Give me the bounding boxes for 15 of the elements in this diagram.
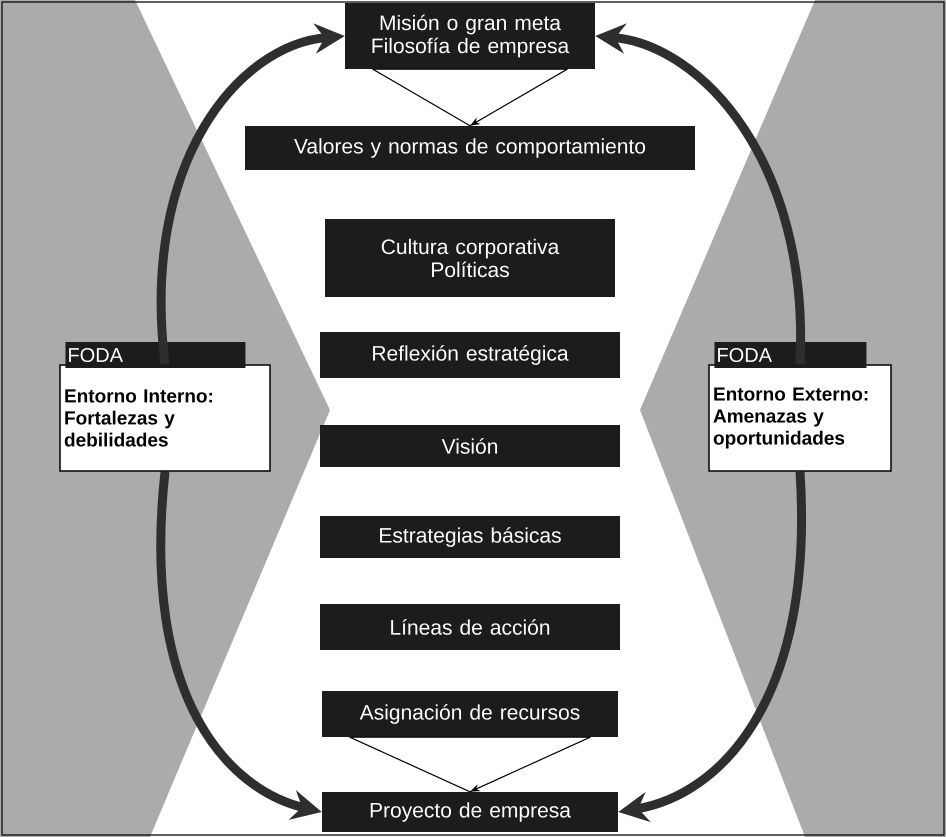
process-box: Cultura corporativa Políticas	[325, 218, 615, 297]
process-box: Asignación de recursos	[322, 690, 618, 737]
process-box: Visión	[320, 424, 620, 467]
heading-tab: FODA	[65, 342, 246, 368]
wedge-arrow	[349, 736, 591, 792]
process-box: Reflexión estratégica	[320, 332, 620, 378]
process-box: Estrategias básicas	[320, 516, 620, 558]
text-box: Entorno Externo: Amenazas y oportunidades	[708, 364, 892, 472]
process-box: Misión o gran meta Filosofía de empresa	[345, 3, 595, 69]
process-box: Valores y normas de comportamiento	[245, 126, 695, 170]
process-box: Líneas de acción	[320, 604, 620, 650]
heading-tab: FODA	[714, 342, 866, 368]
text-box: Entorno Interno: Fortalezas y debilidades	[59, 364, 271, 472]
wedge-arrow	[372, 68, 568, 126]
process-box: Proyecto de empresa	[322, 792, 618, 832]
